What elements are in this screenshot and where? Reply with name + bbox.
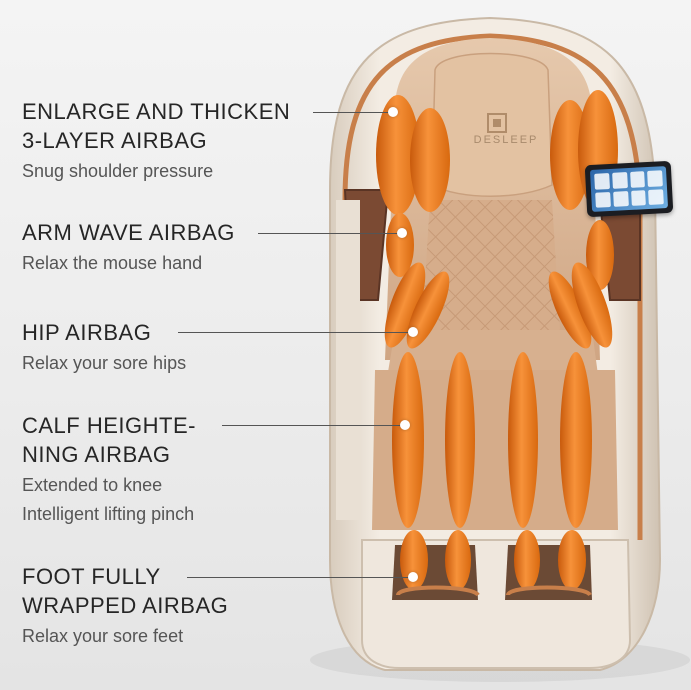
callout-calf-airbag: CALF HEIGHTE- NING AIRBAG Extended to kn… (22, 411, 196, 529)
indicator-dot (408, 572, 418, 582)
callout-description: Snug shoulder pressure (22, 161, 214, 181)
callout-title: FOOT FULLY (22, 564, 161, 589)
brand-logo-text: DESLEEP (473, 134, 539, 146)
callout-title: HIP AIRBAG (22, 320, 152, 345)
indicator-dot (408, 327, 418, 337)
leader-line (178, 332, 412, 333)
callout-title-line2: WRAPPED AIRBAG (22, 593, 229, 618)
shoulder-airbags (376, 90, 618, 215)
callout-description: Relax your sore feet (22, 626, 184, 646)
callout-description: Relax your sore hips (22, 353, 187, 373)
leader-line (313, 112, 393, 113)
callout-hip-airbag: HIP AIRBAG Relax your sore hips (22, 318, 186, 378)
indicator-dot (388, 107, 398, 117)
leader-line (187, 577, 411, 578)
leader-line (258, 233, 400, 234)
callout-description: Relax the mouse hand (22, 253, 203, 273)
callout-shoulder-airbag: ENLARGE AND THICKEN 3-LAYER AIRBAG Snug … (22, 97, 290, 186)
callout-title: ENLARGE AND THICKEN (22, 99, 291, 124)
callout-title: CALF HEIGHTE- (22, 413, 196, 438)
callout-title-line2: 3-LAYER AIRBAG (22, 128, 208, 153)
indicator-dot (400, 420, 410, 430)
callout-title-line2: NING AIRBAG (22, 442, 171, 467)
callout-foot-airbag: FOOT FULLY WRAPPED AIRBAG Relax your sor… (22, 562, 228, 651)
indicator-dot (397, 228, 407, 238)
control-tablet (584, 160, 674, 218)
callout-description-line2: Intelligent lifting pinch (22, 504, 195, 524)
callout-description: Extended to knee (22, 475, 163, 495)
callout-arm-airbag: ARM WAVE AIRBAG Relax the mouse hand (22, 218, 235, 278)
leader-line (222, 425, 404, 426)
callout-title: ARM WAVE AIRBAG (22, 220, 235, 245)
